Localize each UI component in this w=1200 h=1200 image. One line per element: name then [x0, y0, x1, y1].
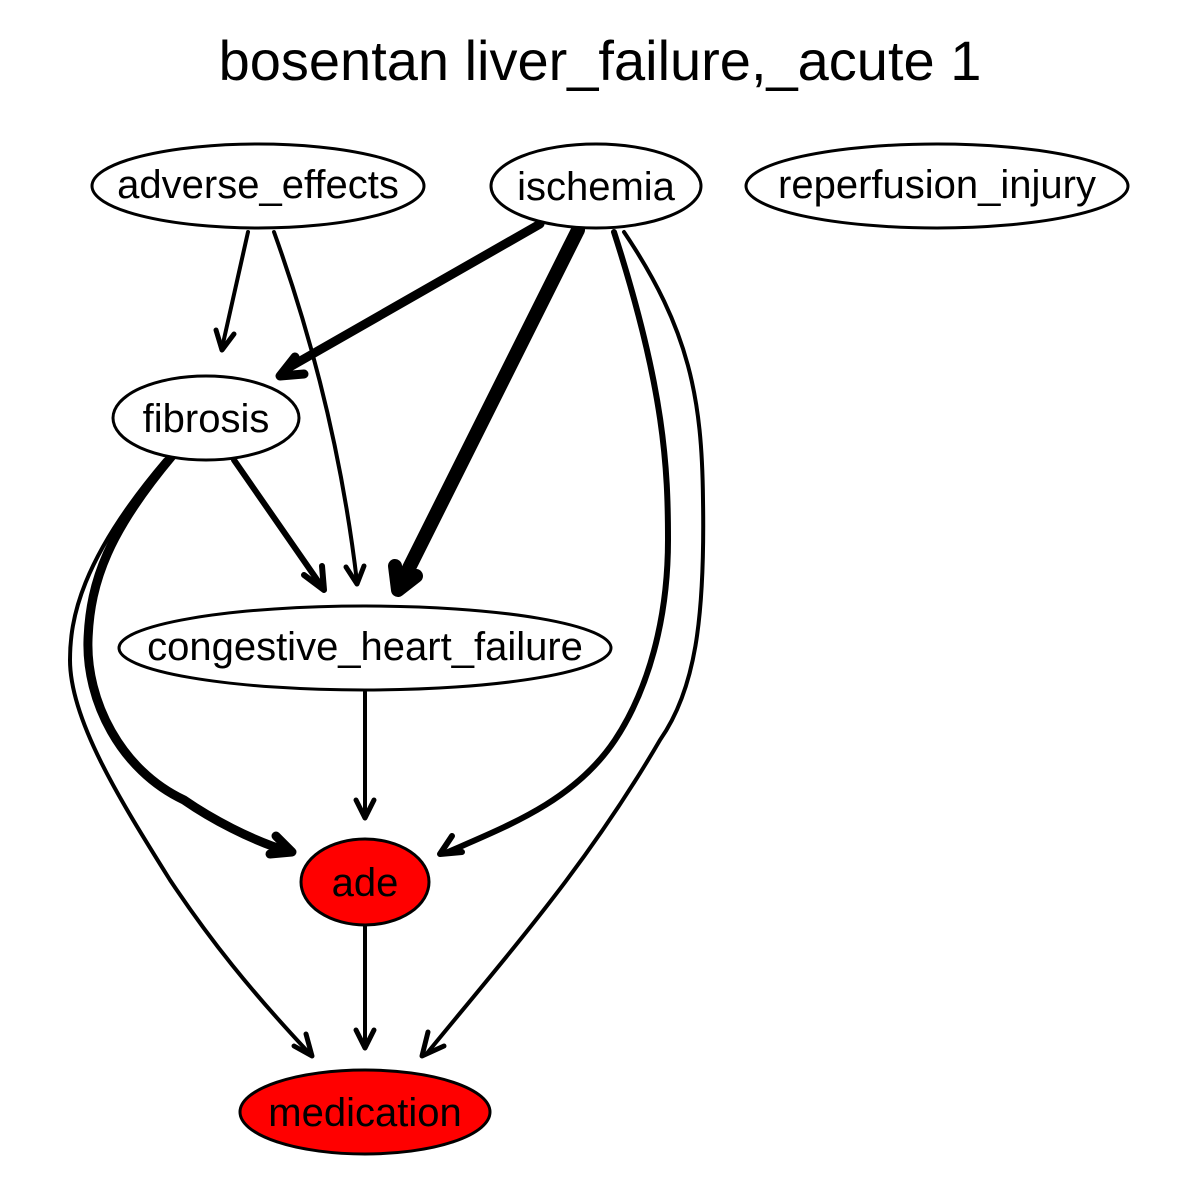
edge-arrowhead: [353, 1027, 377, 1051]
edge-ischemia-to-ade: [437, 229, 671, 857]
node-label: congestive_heart_failure: [147, 625, 583, 669]
node-ellipse: [238, 1068, 492, 1156]
diagram-title: bosentan liver_failure,_acute 1: [219, 29, 982, 92]
edge-fibrosis-to-medication: [68, 458, 315, 1059]
edge-arrowhead: [437, 833, 465, 857]
edge-line: [283, 219, 545, 373]
edge-fibrosis-to-congestive_heart_failure: [231, 457, 327, 593]
edge-congestive_heart_failure-to-ade: [353, 690, 377, 821]
node-ellipse: [299, 837, 431, 927]
node-label: ade: [332, 861, 399, 905]
node-ischemia: ischemia: [489, 142, 703, 230]
edge-line: [445, 229, 671, 855]
nodes-layer: adverse_effects ischemia reperfusion_injur…: [90, 142, 1130, 1156]
edge-arrowhead: [353, 797, 377, 821]
node-adverse-effects: adverse_effects: [90, 142, 426, 230]
edge-arrowhead: [343, 563, 367, 587]
node-ellipse: [489, 142, 703, 230]
node-label: medication: [268, 1091, 461, 1135]
node-label: adverse_effects: [117, 163, 399, 207]
node-label: fibrosis: [143, 397, 270, 441]
edge-arrowhead: [275, 352, 309, 381]
edge-arrowhead: [265, 831, 297, 859]
edge-line: [426, 230, 706, 1054]
node-reperfusion-injury: reperfusion_injury: [744, 142, 1130, 230]
node-ellipse: [111, 374, 301, 462]
node-congestive-heart-failure: congestive_heart_failure: [117, 604, 613, 692]
edge-arrowhead: [213, 327, 237, 353]
edge-ade-to-medication: [353, 924, 377, 1051]
edge-adverse_effects-to-congestive_heart_failure: [272, 230, 367, 587]
edge-line: [68, 458, 312, 1056]
node-medication: medication: [238, 1068, 492, 1156]
node-ellipse: [744, 142, 1130, 230]
edge-line: [231, 457, 323, 587]
edges-layer: [68, 219, 706, 1059]
edge-line: [220, 230, 250, 350]
edge-arrowhead: [419, 1029, 447, 1059]
edge-arrowhead: [388, 559, 423, 597]
node-ellipse: [117, 604, 613, 692]
edge-ischemia-to-fibrosis: [275, 219, 545, 381]
node-ade: ade: [299, 837, 431, 927]
edge-ischemia-to-medication: [419, 230, 706, 1059]
edge-line: [83, 451, 295, 857]
node-label: ischemia: [517, 165, 676, 209]
edge-ischemia-to-congestive_heart_failure: [388, 223, 585, 597]
node-label: reperfusion_injury: [778, 163, 1096, 207]
node-ellipse: [90, 142, 426, 230]
edge-line: [272, 230, 359, 584]
edge-fibrosis-to-ade: [83, 451, 297, 859]
edge-adverse_effects-to-fibrosis: [213, 230, 250, 353]
edge-line: [397, 223, 585, 585]
edge-arrowhead: [291, 1031, 315, 1059]
edge-arrowhead: [301, 563, 327, 593]
node-fibrosis: fibrosis: [111, 374, 301, 462]
